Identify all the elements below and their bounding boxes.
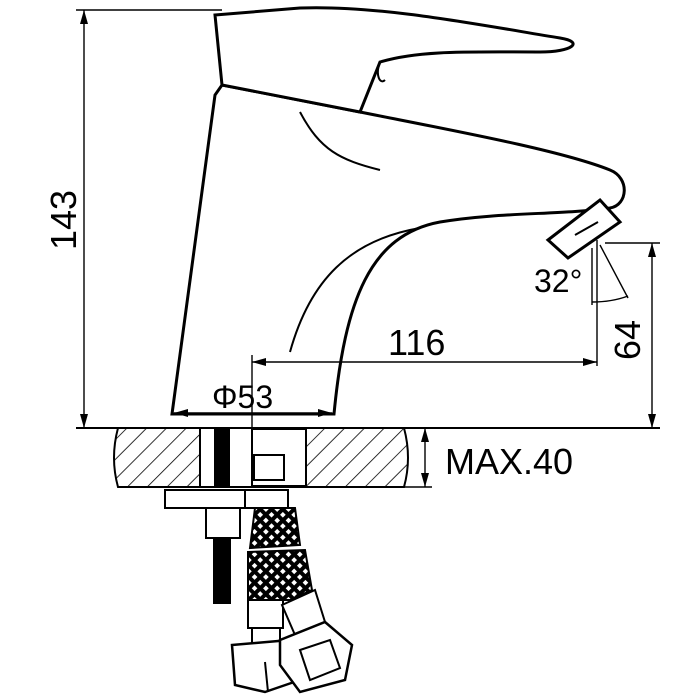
faucet-body (170, 6, 626, 416)
supply-hoses (230, 507, 354, 694)
base-diameter-dimension: Φ53 (174, 379, 332, 417)
angle-dimension: 32° (534, 244, 629, 305)
spout-height-label: 64 (607, 320, 648, 360)
spout-reach-dimension: 116 (251, 240, 598, 430)
angle-label: 32° (534, 263, 582, 299)
spout-reach-label: 116 (388, 322, 445, 363)
thickness-label: MAX.40 (445, 441, 573, 482)
height-dimension: 143 (43, 9, 222, 428)
thickness-dimension: MAX.40 (404, 428, 573, 488)
spout-height-dimension: 64 (605, 242, 660, 428)
base-diameter-label: Φ53 (212, 379, 273, 415)
mounting-hardware (164, 489, 289, 604)
countertop-section (113, 427, 409, 488)
height-label: 143 (43, 190, 84, 250)
